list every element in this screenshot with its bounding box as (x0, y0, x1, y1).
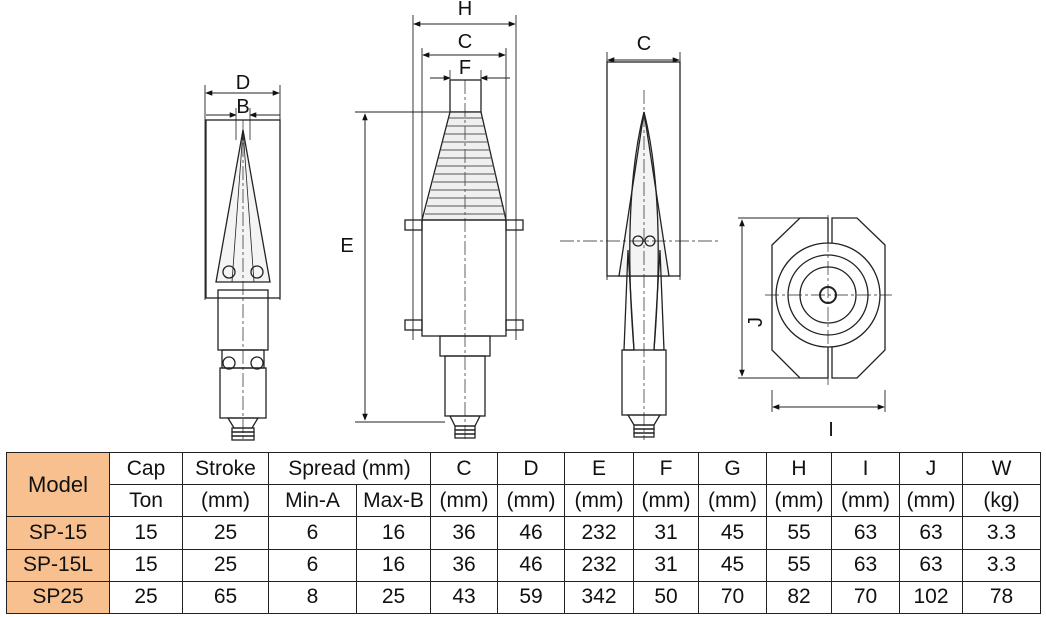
cell-min: 6 (268, 516, 357, 550)
header-c: C (430, 451, 498, 486)
cell-f: 31 (633, 548, 699, 582)
cell-g: 45 (698, 516, 767, 550)
cell-e: 232 (564, 516, 634, 550)
header-e: E (564, 451, 634, 486)
cell-c: 36 (430, 548, 498, 582)
cell-i: 63 (831, 516, 900, 550)
side-view-1 (204, 85, 281, 441)
table-row: SP25 25 65 8 25 43 59 342 50 70 82 70 10… (6, 580, 1041, 615)
unit-i: (mm) (831, 484, 900, 518)
cell-model: SP-15L (6, 548, 110, 582)
header-row-2: Ton (mm) Min-A Max-B (mm) (mm) (mm) (mm)… (7, 484, 1041, 518)
unit-e: (mm) (564, 484, 634, 518)
spread-view (560, 52, 720, 440)
cell-j: 102 (899, 580, 963, 615)
cell-i: 70 (831, 580, 900, 615)
cell-max: 16 (356, 548, 431, 582)
header-spread: Spread (mm) (268, 451, 431, 486)
cell-w: 78 (962, 580, 1041, 615)
label-c: C (458, 31, 472, 53)
unit-w: (kg) (962, 484, 1041, 518)
header-j: J (899, 451, 963, 486)
header-g: G (698, 451, 767, 486)
label-f: F (459, 57, 471, 79)
cell-g: 70 (698, 580, 767, 615)
cell-d: 46 (497, 548, 565, 582)
unit-max: Max-B (356, 484, 431, 518)
unit-cap: Ton (109, 484, 183, 518)
unit-j: (mm) (899, 484, 963, 518)
cell-c: 43 (430, 580, 498, 615)
cell-g: 45 (698, 548, 767, 582)
cell-model: SP-15 (6, 516, 110, 550)
header-i: I (831, 451, 900, 486)
cell-stroke: 65 (182, 580, 269, 615)
cell-e: 342 (564, 580, 634, 615)
label-i: I (828, 419, 834, 441)
header-f: F (633, 451, 699, 486)
cell-h: 82 (766, 580, 832, 615)
cell-max: 25 (356, 580, 431, 615)
unit-min: Min-A (268, 484, 357, 518)
cell-cap: 15 (109, 548, 183, 582)
bottom-view (738, 215, 892, 412)
unit-d: (mm) (497, 484, 565, 518)
unit-c: (mm) (430, 484, 498, 518)
header-h: H (766, 451, 832, 486)
label-j: J (745, 317, 767, 327)
table-row: SP-15L 15 25 6 16 36 46 232 31 45 55 63 … (6, 548, 1041, 582)
label-d: D (236, 72, 250, 94)
cone-ribs (425, 117, 506, 215)
cell-d: 59 (497, 580, 565, 615)
cell-stroke: 25 (182, 548, 269, 582)
table-row: SP-15 15 25 6 16 36 46 232 31 45 55 63 6… (6, 516, 1041, 550)
header-stroke: Stroke (182, 451, 269, 486)
cell-h: 55 (766, 516, 832, 550)
cell-j: 63 (899, 516, 963, 550)
front-view (355, 15, 524, 440)
label-h: H (458, 0, 472, 20)
cell-min: 6 (268, 548, 357, 582)
spec-table: Model Cap Stroke Spread (mm) C D E F G H… (6, 451, 1041, 615)
unit-f: (mm) (633, 484, 699, 518)
cell-f: 50 (633, 580, 699, 615)
unit-h: (mm) (766, 484, 832, 518)
cell-model: SP25 (6, 580, 110, 615)
header-model: Model (6, 451, 110, 518)
unit-stroke: (mm) (182, 484, 269, 518)
cell-c: 36 (430, 516, 498, 550)
cell-h: 55 (766, 548, 832, 582)
cell-j: 63 (899, 548, 963, 582)
technical-drawing: D B (204, 0, 892, 441)
cell-f: 31 (633, 516, 699, 550)
header-cap: Cap (109, 451, 183, 486)
unit-g: (mm) (698, 484, 767, 518)
cell-i: 63 (831, 548, 900, 582)
cell-d: 46 (497, 516, 565, 550)
header-d: D (497, 451, 565, 486)
header-row-1: Model Cap Stroke Spread (mm) C D E F G H… (6, 451, 1041, 518)
cell-e: 232 (564, 548, 634, 582)
label-b: B (236, 96, 249, 118)
cell-max: 16 (356, 516, 431, 550)
cell-min: 8 (268, 580, 357, 615)
header-w: W (962, 451, 1041, 486)
cell-cap: 25 (109, 580, 183, 615)
cell-w: 3.3 (962, 516, 1041, 550)
cell-cap: 15 (109, 516, 183, 550)
label-c-side: C (637, 33, 651, 55)
cell-stroke: 25 (182, 516, 269, 550)
cell-w: 3.3 (962, 548, 1041, 582)
label-e: E (340, 235, 353, 257)
